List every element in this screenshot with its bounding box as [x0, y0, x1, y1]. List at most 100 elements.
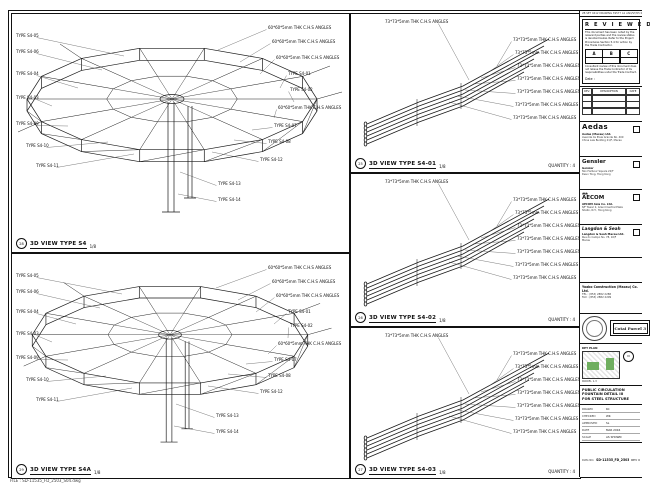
contractor-name: Yoabo Construction (Macau) Co. Ltd.	[582, 284, 638, 293]
field-value: WK	[606, 413, 640, 421]
firm-address-line: China Law Building 21/F, Macau	[582, 138, 622, 142]
contractor-line: FAX : (853) 2882 2299	[582, 295, 612, 299]
dwg-number: SD-11535_FD_2503_S04	[596, 458, 629, 463]
view-title: 3D VIEW TYPE S4-01	[369, 161, 437, 169]
field-value: AS SHOWN	[606, 434, 640, 442]
status-cell-c: C	[619, 48, 638, 58]
reviewed-stamp-section: R E V I E W E D This document has been n…	[580, 17, 650, 87]
view-scale: 1/8	[89, 244, 97, 249]
key-plan-thumbnail	[582, 350, 620, 379]
key-plan-section: KEY PLAN N PARCEL 1-3	[580, 344, 642, 386]
reviewed-stamp-title: R E V I E W E D	[585, 22, 650, 30]
field-value: KC	[606, 406, 640, 414]
firm-address-line: Kwun Tong, Hong Kong	[582, 172, 611, 176]
firm-checkbox	[633, 125, 640, 133]
reviewed-stamp-note: Consultant review of this document does …	[585, 65, 637, 75]
canopy-wireframe	[23, 282, 332, 443]
view-title: 3D VIEW TYPE S4-03	[369, 467, 437, 475]
review-status-tick-row	[585, 57, 638, 64]
company-seal	[582, 315, 607, 341]
firm-company: Aedas (Macau) Ltd.	[582, 131, 612, 136]
consultant-block-gensler: Gensler Gensler Two Harbour Square 22/F …	[580, 157, 642, 190]
field-label: CHECKED	[582, 413, 606, 421]
project-plaque-label: Cotai Parcel 3	[612, 322, 648, 334]
field-value: SL	[606, 420, 640, 428]
firm-company: AECOM Asia Co. Ltd.	[582, 201, 613, 206]
field-label: APPROVED	[582, 420, 606, 428]
view-title: 3D VIEW TYPE S4	[30, 241, 87, 249]
drawing-title-line: FOUNTAIN DETAIL III	[582, 392, 624, 397]
document-transmittal-note: 2B SET 0412 DRAWING 39577 A1 ASD/ST/05 0…	[580, 11, 642, 17]
drawing-title-section: PUBLIC CIRCULATION FOUNTAIN DETAIL III F…	[580, 386, 642, 406]
aecom-peaks-icon: ▲▲▲	[582, 190, 588, 195]
drawing-title-line: FOR STEEL STRUCTURE	[582, 397, 629, 402]
aecom-logo: AECOM	[582, 194, 605, 201]
tube-bundle-wireframe	[363, 352, 550, 461]
key-plan-caption: PARCEL 1-3	[582, 379, 597, 383]
view-scale: 1/8	[439, 164, 446, 169]
reviewed-stamp-date: Date :	[585, 76, 595, 81]
langdon-seah-logo: Langdon & Seah	[582, 225, 621, 231]
seal-section: Cotai Parcel 3	[580, 314, 650, 344]
quantity-label: QUANTITY : 4	[548, 469, 575, 474]
contractor-line: TEL : (853) 2882 2288	[582, 292, 612, 296]
tube-bundle-wireframe	[363, 198, 550, 307]
reviewed-stamp-body: This document has been noted by the rele…	[585, 31, 635, 47]
field-value: MAR 2016	[606, 427, 640, 435]
tube-bundle-wireframe	[363, 38, 550, 147]
project-plaque: Cotai Parcel 3	[610, 320, 650, 337]
key-plan-highlight	[606, 357, 614, 370]
firm-address-line: Macau	[582, 239, 591, 243]
detail-marker: 25	[355, 158, 366, 169]
revision-table-section: REV. DESCRIPTION DATE	[580, 87, 642, 122]
quantity-label: QUANTITY : 4	[548, 317, 575, 322]
drawing-fields: DRAWN KC CHECKED WK APPROVED SL DATE MAR…	[580, 405, 642, 444]
view-scale: 1/8	[439, 318, 446, 323]
field-label: DRAWN	[582, 406, 606, 414]
signature-space	[580, 258, 642, 283]
file-path-note: FILE : SD-11535_FD_2503_S04.dwg	[10, 478, 81, 483]
status-cell-a: A	[585, 48, 604, 58]
field-label: SCALE	[582, 434, 606, 442]
firm-checkbox	[633, 228, 640, 236]
view-title: 3D VIEW TYPE S4-02	[369, 315, 437, 323]
key-plan-label: KEY PLAN	[582, 345, 598, 350]
north-arrow-icon: N	[623, 350, 634, 362]
firm-company: Gensler	[582, 165, 594, 170]
view-scale: 1/8	[94, 470, 101, 475]
firm-address-line: Two Harbour Square 22/F	[582, 169, 614, 173]
firm-address-line: 8/F Tower 2, Grand Central Plaza	[582, 205, 623, 209]
firm-address-line: Avenida da Praia Grande No. 409	[582, 135, 624, 139]
detail-marker: 29	[16, 464, 27, 475]
dwg-revision: REV 0	[631, 458, 640, 463]
firm-checkbox	[633, 193, 640, 201]
detail-marker: 27	[355, 464, 366, 475]
gensler-logo: Gensler	[582, 158, 606, 165]
aedas-logo: Aedas	[582, 122, 609, 131]
field-label: DATE	[582, 427, 606, 435]
view-scale: 1/8	[439, 470, 446, 475]
view-title: 3D VIEW TYPE S4A	[30, 467, 92, 475]
detail-marker: 28	[16, 238, 27, 249]
review-status-row: A B C	[585, 48, 638, 58]
firm-address-line: Shatin, N.T., Hong Kong	[582, 208, 612, 212]
key-plan-highlight	[587, 361, 599, 370]
canopy-wireframe	[17, 43, 343, 213]
detail-marker: 26	[355, 312, 366, 323]
dwg-no-label: DWG NO.	[582, 458, 595, 462]
consultant-block-aedas: Aedas Aedas (Macau) Ltd. Avenida da Prai…	[580, 122, 642, 157]
firm-company: Langdon & Seah Macau Ltd.	[582, 232, 625, 237]
revision-table: REV. DESCRIPTION DATE	[581, 88, 641, 115]
status-cell-b: B	[602, 48, 621, 58]
firm-checkbox	[633, 160, 640, 168]
drawing-title-line: PUBLIC CIRCULATION	[582, 387, 625, 392]
title-block: 2B SET 0412 DRAWING 39577 A1 ASD/ST/05 0…	[579, 11, 650, 477]
consultant-block-langdon-seah: Langdon & Seah Langdon & Seah Macau Ltd.…	[580, 225, 642, 258]
firm-address-line: Rua do Campo No. 78, 16/F	[582, 236, 617, 240]
